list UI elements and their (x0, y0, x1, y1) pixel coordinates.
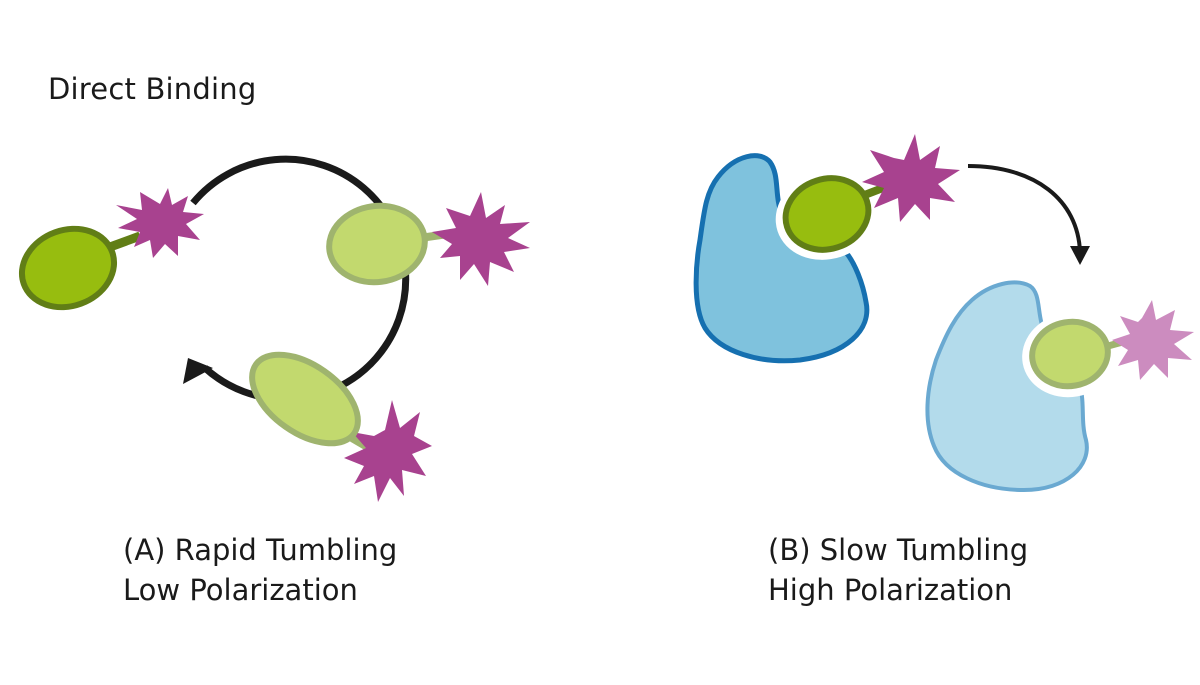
protein-body-b1 (693, 153, 870, 364)
ligand-a3 (249, 351, 432, 502)
ligand-body-a1 (18, 225, 118, 311)
panel-b-caption-line2: High Polarization (768, 573, 1013, 607)
fluorophore-star-b1 (862, 134, 960, 222)
panel-a-group (18, 155, 530, 502)
protein-body-b2 (925, 280, 1089, 493)
panel-a-caption-line2: Low Polarization (123, 573, 358, 607)
fluorophore-star-b2 (1112, 300, 1194, 380)
ligand-body-a2 (326, 202, 428, 286)
fluorophore-star-a2 (432, 192, 530, 286)
ligand-body-b1 (782, 175, 872, 253)
diagram-title: Direct Binding (48, 72, 257, 106)
ligand-a2 (326, 192, 530, 286)
ligand-a1 (18, 188, 204, 311)
transition-arrow (967, 164, 1090, 265)
protein-complex-b1 (693, 134, 960, 364)
fluorophore-star-a3 (344, 400, 432, 502)
panel-a-caption-line1: (A) Rapid Tumbling (123, 533, 398, 567)
panel-a-caption: (A) Rapid Tumbling Low Polarization (123, 530, 397, 610)
panel-b-caption: (B) Slow Tumbling High Polarization (768, 530, 1028, 610)
fluorophore-star-a1 (116, 188, 204, 258)
protein-complex-b2 (925, 280, 1194, 493)
ligand-body-a3 (249, 351, 361, 447)
panel-b-caption-line1: (B) Slow Tumbling (768, 533, 1029, 567)
panel-b-group (693, 134, 1194, 493)
ligand-body-b2 (1029, 318, 1111, 390)
